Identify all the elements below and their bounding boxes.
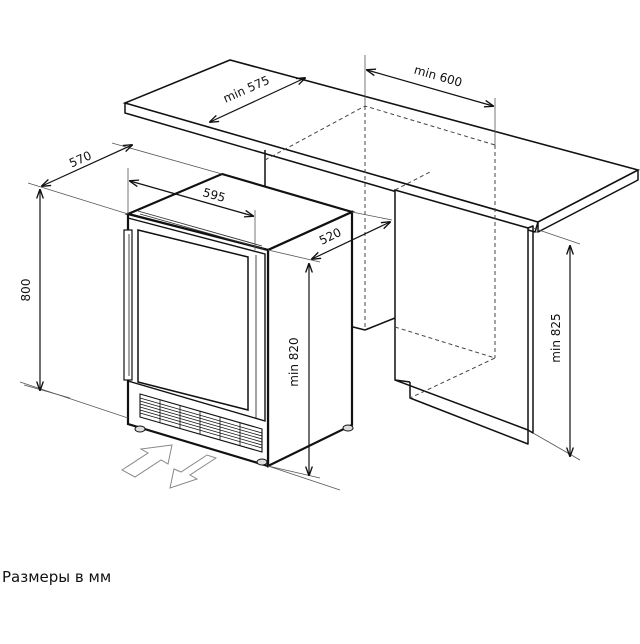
foot bbox=[256, 458, 268, 466]
svg-text:min 820: min 820 bbox=[287, 337, 301, 386]
dim-min-825: min 825 bbox=[549, 246, 570, 456]
ventilation-grille bbox=[139, 393, 263, 453]
air-exhaust-arrow bbox=[169, 454, 218, 489]
dim-570: 570 bbox=[42, 145, 132, 186]
wine-cooler bbox=[123, 172, 356, 468]
dim-595: 595 bbox=[130, 181, 253, 216]
dim-800: 800 bbox=[19, 190, 40, 390]
units-caption: Размеры в мм bbox=[2, 568, 112, 586]
air-intake-arrow bbox=[121, 444, 173, 478]
svg-text:min 825: min 825 bbox=[549, 313, 563, 362]
foot bbox=[342, 424, 354, 432]
dim-min-820: min 820 bbox=[287, 264, 309, 475]
svg-text:570: 570 bbox=[67, 148, 94, 170]
svg-text:595: 595 bbox=[201, 185, 227, 205]
svg-text:800: 800 bbox=[19, 279, 33, 302]
foot bbox=[134, 425, 146, 433]
dim-min-600: min 600 bbox=[367, 63, 493, 106]
base-cabinet bbox=[394, 189, 534, 445]
